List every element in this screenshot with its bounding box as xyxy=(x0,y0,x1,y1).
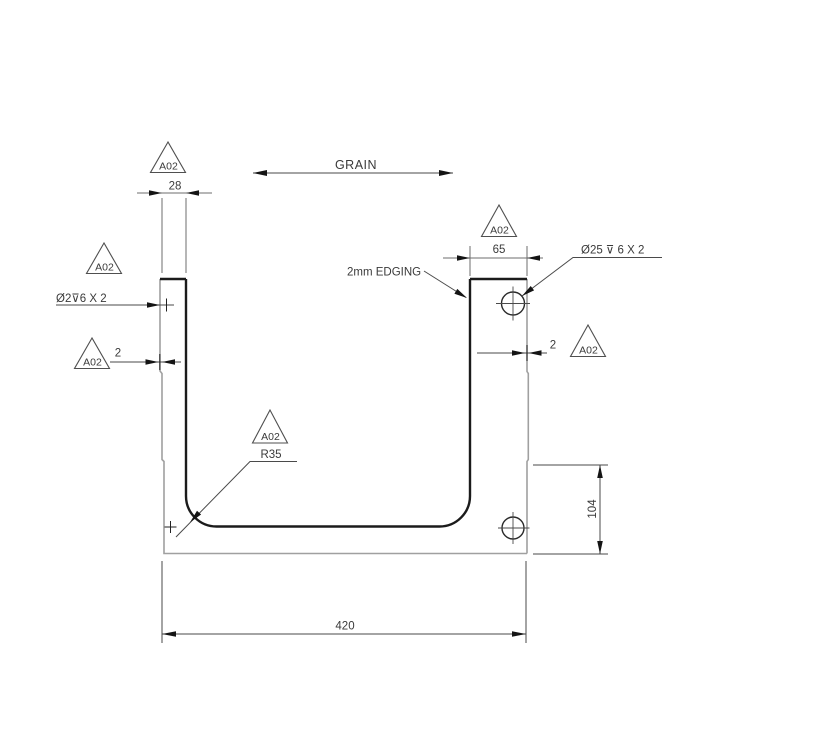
callout-edge-hole: Ø2⊽6 X 2 xyxy=(56,293,174,312)
arrowhead-top xyxy=(597,465,603,478)
extension-lines xyxy=(533,464,608,555)
triangle-icon xyxy=(85,241,123,275)
part-outer-right-edge xyxy=(526,279,530,554)
leader-arrowhead xyxy=(190,510,202,523)
holes xyxy=(496,286,530,544)
triangle-icon xyxy=(251,408,289,444)
part-inner-u-profile xyxy=(184,279,472,528)
arrowhead-inner xyxy=(162,359,175,365)
dim-right-height: 104 xyxy=(533,464,608,555)
triangle-icon xyxy=(149,140,187,174)
grain-label: GRAIN xyxy=(335,158,377,172)
leader-arrowhead xyxy=(454,288,467,298)
grain-direction: GRAIN xyxy=(253,158,453,176)
extension-lines xyxy=(161,198,187,273)
datum-label: A02 xyxy=(261,431,280,443)
callout-edging: 2mm EDGING xyxy=(347,267,467,298)
part-outer-left-bottom-edge xyxy=(159,279,527,555)
dim-edging-right: 2 xyxy=(477,340,556,361)
arrowhead-left xyxy=(162,631,176,637)
callout-text: 2mm EDGING xyxy=(347,267,421,279)
datum-triangle-center: A02 xyxy=(251,408,289,444)
datum-triangle-left-upper: A02 xyxy=(85,241,123,275)
arrowhead-outer xyxy=(145,359,159,365)
leader-shelf xyxy=(521,257,662,297)
dim-overall-width: 420 xyxy=(161,561,527,643)
callout-text: Ø25 ⊽ 6 X 2 xyxy=(581,245,644,257)
arrowhead-right xyxy=(186,190,199,196)
datum-triangle-top-left: A02 xyxy=(149,140,187,174)
dim-value: 28 xyxy=(169,181,182,193)
triangle-icon xyxy=(73,336,111,370)
dim-left-arm-width: 28 xyxy=(137,181,212,273)
callout-text: R35 xyxy=(260,449,281,461)
callout-radius: R35 xyxy=(164,449,297,538)
callout-top-hole: Ø25 ⊽ 6 X 2 xyxy=(521,245,662,297)
triangle-icon xyxy=(569,323,607,358)
datum-label: A02 xyxy=(83,357,102,369)
triangle-icon xyxy=(480,203,518,238)
datum-label: A02 xyxy=(490,225,509,237)
datum-triangles: A02 A02 A02 A02 A02 A02 xyxy=(73,140,607,444)
callout-text: Ø2⊽6 X 2 xyxy=(56,293,107,305)
part-outline xyxy=(159,277,530,555)
datum-triangle-top-right: A02 xyxy=(480,203,518,238)
leader-shelf xyxy=(175,461,297,538)
extension-lines xyxy=(161,561,527,643)
dim-value: 65 xyxy=(493,244,506,256)
datum-triangle-right: A02 xyxy=(569,323,607,358)
arrowhead-bottom xyxy=(597,541,603,554)
arrowhead-outer xyxy=(512,350,525,356)
dim-value: 2 xyxy=(115,348,121,360)
hole-top-right-centerlines xyxy=(496,286,530,321)
arrowhead-left xyxy=(253,170,267,176)
dim-value: 104 xyxy=(587,499,599,519)
arrowhead-right xyxy=(439,170,453,176)
dim-value: 2 xyxy=(550,340,556,352)
hole-bottom-right-centerlines xyxy=(498,512,530,544)
arrowhead-left xyxy=(149,190,162,196)
datum-label: A02 xyxy=(579,345,598,357)
datum-label: A02 xyxy=(159,161,178,173)
datum-label: A02 xyxy=(95,262,114,274)
radius-center-mark xyxy=(164,521,177,533)
datum-triangle-left-lower: A02 xyxy=(73,336,111,370)
dim-value: 420 xyxy=(335,621,354,633)
dim-right-arm-width: 65 xyxy=(443,244,543,276)
arrowhead-inner xyxy=(528,350,542,356)
extension-lines xyxy=(469,246,528,276)
arrowhead-left xyxy=(457,255,470,261)
arrowhead-right xyxy=(512,631,526,637)
leader-arrowhead xyxy=(522,286,535,296)
arrowhead-right xyxy=(527,255,540,261)
leader-arrowhead xyxy=(147,302,160,308)
dim-edging-left: 2 xyxy=(110,348,181,370)
